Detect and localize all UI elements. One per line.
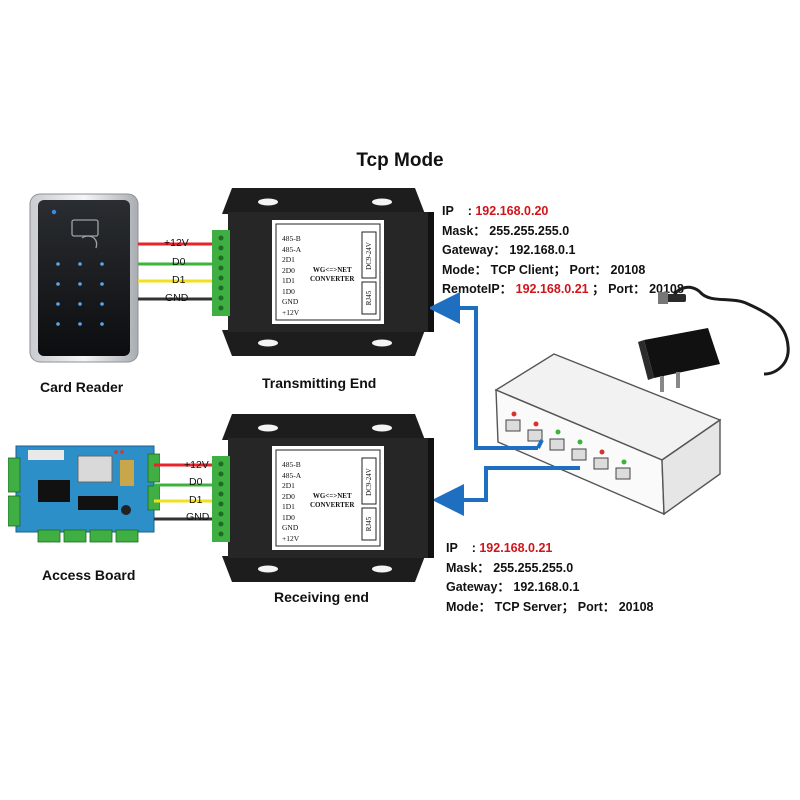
tx-arrow bbox=[430, 292, 538, 450]
wire-label-12v: +12V bbox=[164, 237, 189, 249]
wire-label-d0: D0 bbox=[172, 256, 186, 268]
rj45-label: RJ45 bbox=[365, 290, 373, 306]
pin-label: 485-A bbox=[282, 244, 302, 254]
receiving-info: IP : 192.168.0.21 Mask： 255.255.255.0 Ga… bbox=[446, 539, 653, 617]
switch-ports bbox=[505, 419, 631, 480]
receiver-converter: 485-B 485-A 2D1 2D0 1D1 1D0 GND +12V WG<… bbox=[210, 412, 434, 584]
wire-label-gnd: GND bbox=[186, 511, 210, 523]
converter-body-graphic bbox=[212, 414, 434, 582]
pin-labels: 485-B 485-A 2D1 2D0 1D1 1D0 GND +12V bbox=[282, 460, 301, 544]
pin-label: +12V bbox=[282, 307, 300, 317]
power-adapter bbox=[636, 278, 796, 398]
converter-body-graphic bbox=[212, 188, 434, 356]
converter-name: WG<=>NET CONVERTER bbox=[310, 266, 354, 284]
network-switch bbox=[492, 350, 724, 518]
pin-label: 1D0 bbox=[282, 512, 295, 522]
converter-name-line1: WG<=>NET bbox=[312, 266, 352, 274]
rx-mask: Mask： 255.255.255.0 bbox=[446, 560, 574, 575]
rx-mode: Mode： TCP Server； Port： 20108 bbox=[446, 599, 654, 614]
network-arrows bbox=[430, 292, 580, 516]
rfid-card-icon bbox=[71, 219, 99, 249]
pin-label: 485-B bbox=[282, 234, 301, 243]
pin-label: 1D0 bbox=[282, 286, 295, 296]
rx-gateway: Gateway： 192.168.0.1 bbox=[446, 580, 580, 594]
rj45-label: RJ45 bbox=[365, 516, 373, 532]
power-label: DC9-24V bbox=[365, 468, 373, 496]
pin-label: GND bbox=[282, 297, 299, 306]
tx-ip-row: IP : 192.168.0.20 bbox=[442, 202, 684, 222]
rx-arrow bbox=[432, 466, 580, 516]
power-adapter-graphic bbox=[638, 285, 790, 392]
pin-labels: 485-B 485-A 2D1 2D0 1D1 1D0 GND +12V bbox=[282, 234, 301, 318]
wire-label-d1: D1 bbox=[189, 494, 203, 506]
converter-name-line2: CONVERTER bbox=[310, 275, 355, 283]
tx-ip-value: 192.168.0.20 bbox=[475, 204, 549, 218]
converter-name-line1: WG<=>NET bbox=[312, 492, 352, 500]
switch-graphic bbox=[494, 353, 722, 516]
access-board-graphic bbox=[7, 445, 161, 543]
switch-port-leds bbox=[511, 411, 627, 465]
card-reader-device bbox=[28, 192, 140, 364]
pin-label: 2D0 bbox=[282, 491, 295, 501]
access-board-caption: Access Board bbox=[42, 567, 136, 583]
diagram-title: Tcp Mode bbox=[356, 150, 444, 171]
tx-gateway: Gateway： 192.168.0.1 bbox=[442, 243, 576, 257]
tx-mask: Mask： 255.255.255.0 bbox=[442, 223, 570, 238]
pin-label: GND bbox=[282, 523, 299, 532]
pin-label: 485-A bbox=[282, 470, 302, 480]
pin-label: 2D1 bbox=[282, 255, 295, 264]
tx-mode: Mode： TCP Client； Port： 20108 bbox=[442, 262, 646, 277]
card-reader-wires bbox=[138, 242, 220, 301]
wire-label-d1: D1 bbox=[172, 274, 186, 286]
wire-label-d0: D0 bbox=[189, 476, 203, 488]
transmitter-converter: 485-B 485-A 2D1 2D0 1D1 1D0 GND +12V WG<… bbox=[210, 186, 434, 358]
power-label: DC9-24V bbox=[365, 242, 373, 270]
card-reader-graphic bbox=[29, 193, 139, 363]
pin-label: 2D0 bbox=[282, 265, 295, 275]
converter-name-line2: CONVERTER bbox=[310, 501, 355, 509]
receiving-end-caption: Receiving end bbox=[274, 589, 369, 605]
pin-label: +12V bbox=[282, 533, 300, 543]
wire-label-12v: +12V bbox=[184, 459, 209, 471]
wire-label-gnd: GND bbox=[165, 292, 189, 304]
tx-ip-label: IP : bbox=[442, 204, 472, 218]
transmitting-info: IP : 192.168.0.20 Mask： 255.255.255.0 Ga… bbox=[442, 202, 684, 300]
rx-ip-row: IP : 192.168.0.21 bbox=[446, 539, 653, 559]
pin-label: 1D1 bbox=[282, 276, 295, 285]
rx-ip-value: 192.168.0.21 bbox=[479, 541, 553, 555]
tx-remote-value: 192.168.0.21 bbox=[515, 282, 589, 296]
pin-label: 485-B bbox=[282, 460, 301, 469]
access-board bbox=[7, 440, 161, 560]
card-reader-caption: Card Reader bbox=[40, 379, 124, 395]
pin-label: 2D1 bbox=[282, 481, 295, 490]
pin-label: 1D1 bbox=[282, 502, 295, 511]
rx-ip-label: IP : bbox=[446, 541, 476, 555]
converter-name: WG<=>NET CONVERTER bbox=[310, 492, 354, 510]
access-board-wires bbox=[154, 463, 220, 521]
transmitting-end-caption: Transmitting End bbox=[262, 375, 377, 391]
